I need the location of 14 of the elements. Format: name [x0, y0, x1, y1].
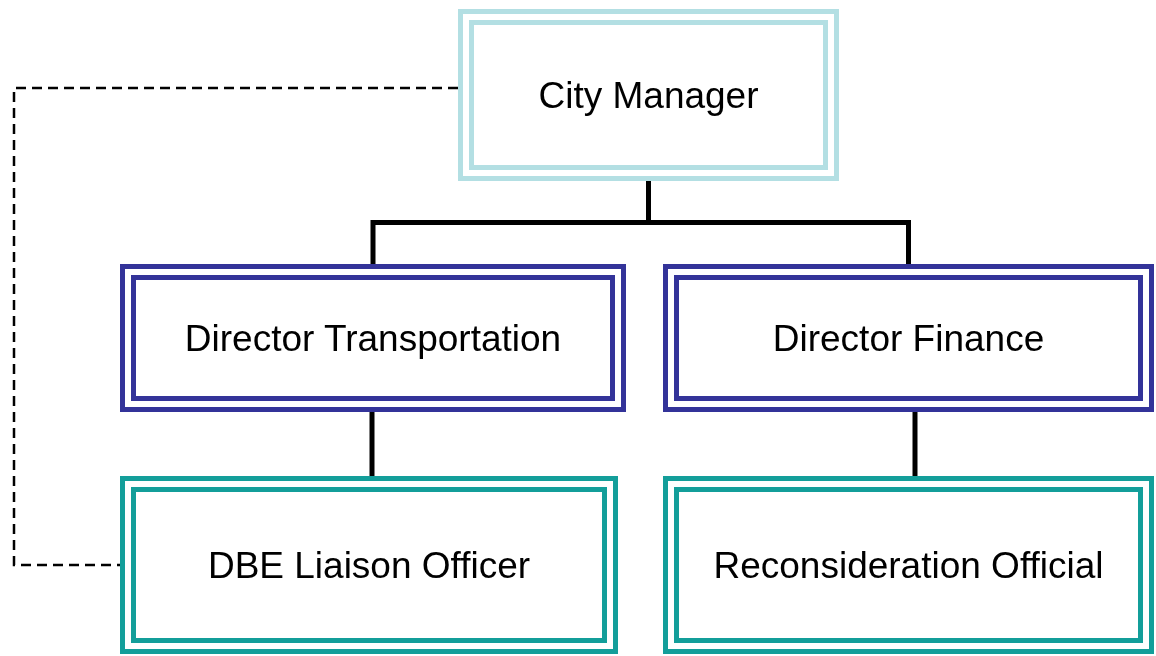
- dashed-connector: [12, 86, 458, 567]
- connector: [646, 181, 911, 264]
- connector: [912, 412, 918, 476]
- org-box: [120, 264, 626, 412]
- role-title: Director Transportation: [184, 316, 562, 361]
- org-box: [663, 264, 1154, 412]
- org-box: [120, 476, 618, 654]
- role-title: Director Finance: [772, 316, 1045, 361]
- org-box: [663, 476, 1154, 654]
- connector: [369, 412, 375, 476]
- role-title: Reconsideration Official: [713, 543, 1104, 588]
- org-box: [458, 9, 839, 181]
- role-title: City Manager: [538, 73, 759, 118]
- role-title: DBE Liaison Officer: [207, 543, 531, 588]
